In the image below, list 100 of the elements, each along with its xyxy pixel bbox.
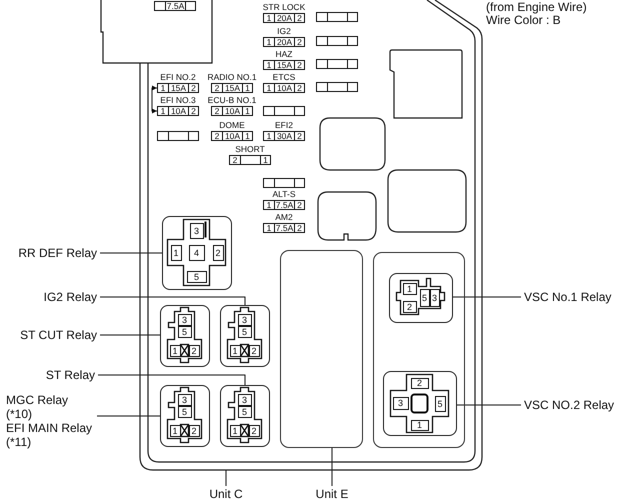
fuse-rating: 10A — [168, 107, 188, 115]
pin-number: 2 — [410, 378, 428, 388]
relay-label: RR DEF Relay — [7, 246, 97, 260]
pin-number: 1 — [402, 282, 416, 294]
fuse-rating: 15A — [274, 61, 294, 69]
pin-number: 5 — [238, 406, 252, 418]
fuse-rating: 15A — [222, 84, 242, 92]
relay-socket — [160, 305, 210, 367]
fuse-rating: 20A — [274, 14, 294, 22]
fuse-rating: 7.5A — [165, 2, 185, 10]
fuse-label: DOME — [218, 120, 246, 130]
pin-number: 3 — [178, 394, 192, 406]
note-text: Wire Color : B — [486, 13, 561, 27]
leader-line — [98, 374, 246, 386]
terminal-number: 1 — [266, 38, 272, 46]
relay-socket — [220, 305, 270, 367]
terminal-number: 2 — [294, 61, 304, 69]
relay-socket — [162, 216, 232, 290]
fuse-rating: 10A — [274, 84, 294, 92]
terminal-number: 2 — [294, 201, 304, 209]
unit-block — [280, 250, 363, 448]
pin-number: 5 — [186, 270, 206, 282]
fuse-label: ALT-S — [272, 189, 296, 199]
terminal-number: 1 — [242, 107, 252, 115]
terminal-number: 1 — [266, 132, 272, 140]
terminal-number: 1 — [260, 156, 270, 164]
fuse-label: ECU-B NO.1 — [206, 95, 258, 105]
fuse-rating: 15A — [168, 84, 188, 92]
terminal-number: 2 — [294, 84, 304, 92]
fuse-label: EFI2 — [274, 120, 294, 130]
terminal-number: 2 — [214, 132, 220, 140]
terminal-number: 2 — [214, 107, 220, 115]
pin-number: 3 — [430, 288, 440, 306]
relay-label: VSC No.1 Relay — [524, 290, 624, 304]
terminal-number: 1 — [160, 107, 166, 115]
relay-label: EFI MAIN Relay (*11) — [6, 421, 94, 449]
fuse-label: RADIO NO.1 — [206, 72, 258, 82]
terminal-number: 2 — [188, 107, 198, 115]
pin-number: 1 — [170, 244, 182, 260]
pin-number: 5 — [420, 288, 430, 306]
terminal-number: 1 — [266, 61, 272, 69]
pin-number: 2 — [188, 424, 200, 436]
terminal-number: 2 — [294, 14, 304, 22]
leader-line — [100, 334, 160, 336]
terminal-number: 1 — [160, 84, 166, 92]
terminal-number: 2 — [294, 132, 304, 140]
relay-label: ST Relay — [25, 368, 95, 382]
fuse-label: AM2 — [274, 212, 294, 222]
terminal-number: 1 — [266, 84, 272, 92]
relay-panel — [373, 252, 465, 448]
pin-number: 2 — [402, 300, 416, 312]
pin-number: 5 — [434, 396, 446, 412]
terminal-number: 2 — [232, 156, 238, 164]
pin-number: 5 — [178, 326, 192, 338]
fuse-label: EFI NO.2 — [159, 72, 197, 82]
fuse-label: EFI NO.3 — [159, 95, 197, 105]
fuse-label: SHORT — [234, 144, 266, 154]
relay-label: IG2 Relay — [27, 290, 97, 304]
pin-number: 5 — [178, 406, 192, 418]
arrow-connector — [152, 86, 158, 114]
fuse-label: STR LOCK — [262, 2, 306, 12]
pin-number: 3 — [392, 396, 408, 410]
relay-socket — [389, 273, 453, 323]
leader-line — [100, 296, 246, 306]
terminal-number: 1 — [266, 224, 272, 232]
fuse-rating: 7.5A — [274, 201, 294, 209]
fuse-label: ETCS — [272, 72, 296, 82]
pin-number: 3 — [238, 394, 252, 406]
pin-number: 3 — [238, 314, 252, 326]
leader-line — [452, 296, 522, 298]
terminal-number: 1 — [266, 201, 272, 209]
unit-label: Unit E — [302, 487, 362, 501]
pin-number: 3 — [178, 314, 192, 326]
fuse-box-housing — [100, 0, 485, 470]
fuse-rating: 20A — [274, 38, 294, 46]
fuse-label: HAZ — [274, 49, 294, 59]
pin-number: 2 — [248, 424, 260, 436]
terminal-number: 1 — [266, 14, 272, 22]
terminal-number: 2 — [294, 38, 304, 46]
pin-number: 5 — [238, 326, 252, 338]
relay-socket — [160, 385, 210, 447]
fuse-rating: 7.5A — [274, 224, 294, 232]
fuse-rating: 10A — [222, 132, 242, 140]
pin-number: 1 — [170, 344, 180, 356]
relay-label: VSC NO.2 Relay — [524, 398, 624, 412]
pin-number: 1 — [170, 424, 180, 436]
pin-number: 1 — [410, 420, 428, 430]
terminal-number: 2 — [188, 84, 198, 92]
pin-number: 3 — [190, 222, 204, 238]
relay-label: MGC Relay (*10) — [6, 393, 70, 421]
pin-number: 2 — [248, 344, 260, 356]
note-text: (from Engine Wire) — [486, 0, 587, 14]
relay-socket — [383, 371, 457, 436]
pin-number: 1 — [230, 344, 240, 356]
terminal-number: 1 — [242, 84, 252, 92]
terminal-number: 2 — [214, 84, 220, 92]
pin-number: 2 — [188, 344, 200, 356]
leader-line — [100, 252, 162, 254]
pin-number: 1 — [230, 424, 240, 436]
fuse-label: IG2 — [276, 26, 292, 36]
